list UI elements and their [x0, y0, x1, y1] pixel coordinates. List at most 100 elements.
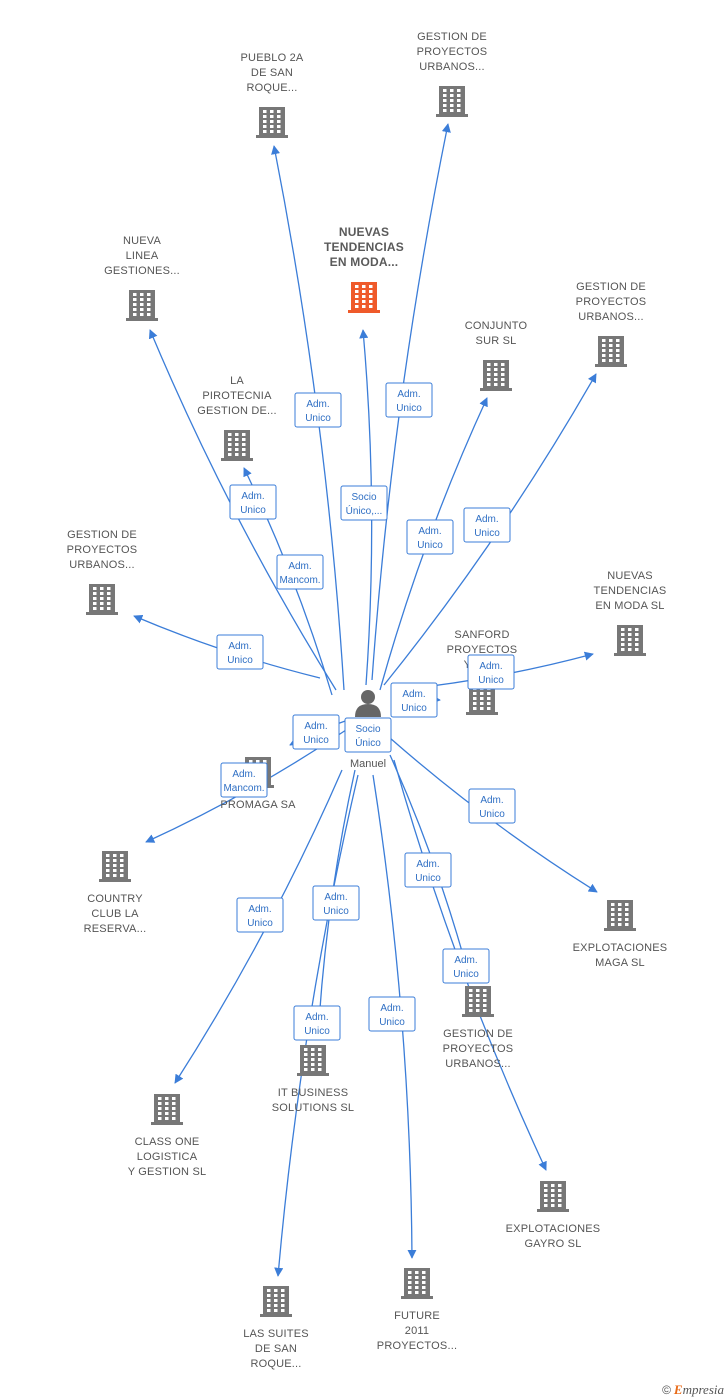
- relation-text: Mancom.: [223, 783, 264, 794]
- company-label-n1-line-2[interactable]: ROQUE...: [246, 82, 297, 94]
- relation-text: Adm.: [232, 769, 255, 780]
- relation-text: Unico: [303, 735, 329, 746]
- company-label-n15-line-0[interactable]: IT BUSINESS: [278, 1087, 348, 1099]
- company-icon-n14[interactable]: [462, 986, 494, 1017]
- company-icon-n7[interactable]: [221, 430, 253, 461]
- company-label-n1-line-0[interactable]: PUEBLO 2A: [241, 52, 304, 64]
- company-label-n7-line-1[interactable]: PIROTECNIA: [202, 390, 272, 402]
- company-label-n18-line-1[interactable]: DE SAN: [255, 1343, 297, 1355]
- company-label-n2-line-2[interactable]: URBANOS...: [419, 61, 485, 73]
- company-label-n18-line-2[interactable]: ROQUE...: [250, 1358, 301, 1370]
- company-icon-n15[interactable]: [297, 1045, 329, 1076]
- company-label-n7-line-2[interactable]: GESTION DE...: [197, 405, 277, 417]
- company-label-n7-line-0[interactable]: LA: [230, 375, 244, 387]
- company-label-n6-line-1[interactable]: SUR SL: [476, 335, 517, 347]
- company-icon-n2[interactable]: [436, 86, 468, 117]
- relation-text: Unico: [479, 809, 505, 820]
- company-label-n16-line-1[interactable]: LOGISTICA: [137, 1151, 198, 1163]
- brand-initial: E: [673, 1382, 683, 1397]
- relation-text: Adm.: [402, 689, 425, 700]
- relation-label-n14: Adm.Unico: [404, 852, 452, 888]
- company-label-n12-line-2[interactable]: RESERVA...: [84, 923, 147, 935]
- relation-label-n15: Adm.Unico: [293, 1005, 341, 1041]
- company-label-n14-line-0[interactable]: GESTION DE: [443, 1028, 513, 1040]
- company-label-n17-line-0[interactable]: EXPLOTACIONES: [506, 1223, 601, 1235]
- company-label-n4-line-2[interactable]: EN MODA...: [330, 255, 399, 269]
- relation-text: Adm.: [324, 892, 347, 903]
- company-label-n9-line-2[interactable]: EN MODA SL: [595, 600, 664, 612]
- company-label-n19-line-2[interactable]: PROYECTOS...: [377, 1340, 457, 1352]
- company-label-n19-line-1[interactable]: 2011: [405, 1325, 429, 1337]
- company-label-n2-line-1[interactable]: PROYECTOS: [417, 46, 488, 58]
- main-company-icon-n4[interactable]: [348, 282, 380, 313]
- relation-label-n7: Adm. Unico: [229, 484, 277, 520]
- relation-text: Mancom.: [279, 575, 320, 586]
- relation-text: Adm.: [306, 399, 329, 410]
- person-node[interactable]: Manuel: [350, 690, 386, 770]
- company-label-n11-line-0[interactable]: PROMAGA SA: [220, 799, 296, 811]
- relation-text: Adm.: [248, 904, 271, 915]
- company-label-n12-line-0[interactable]: COUNTRY: [87, 893, 143, 905]
- company-label-n9-line-1[interactable]: TENDENCIAS: [594, 585, 667, 597]
- company-icon-n6[interactable]: [480, 360, 512, 391]
- company-icon-n17[interactable]: [537, 1181, 569, 1212]
- company-label-n2-line-0[interactable]: GESTION DE: [417, 31, 487, 43]
- company-label-n18-line-0[interactable]: LAS SUITES: [243, 1328, 309, 1340]
- brand-name: mpresia: [682, 1382, 724, 1397]
- relation-text: Único,...: [346, 504, 383, 517]
- company-label-n8-line-1[interactable]: PROYECTOS: [67, 544, 138, 556]
- company-label-n5-line-2[interactable]: URBANOS...: [578, 311, 644, 323]
- company-icon-n16[interactable]: [151, 1094, 183, 1125]
- company-label-n9-line-0[interactable]: NUEVAS: [607, 570, 653, 582]
- company-icon-n8[interactable]: [86, 584, 118, 615]
- company-label-n5-line-1[interactable]: PROYECTOS: [576, 296, 647, 308]
- relation-label-n3: Adm.Mancom.: [276, 554, 324, 590]
- company-label-n3-line-0[interactable]: NUEVA: [123, 235, 162, 247]
- relation-label-n11: Adm.Unico: [292, 714, 340, 750]
- company-label-n1-line-1[interactable]: DE SAN: [251, 67, 293, 79]
- company-icon-n1[interactable]: [256, 107, 288, 138]
- company-label-n19-line-0[interactable]: FUTURE: [394, 1310, 440, 1322]
- copyright-symbol: ©: [662, 1383, 671, 1397]
- relation-text: Adm.: [397, 389, 420, 400]
- company-label-n12-line-1[interactable]: CLUB LA: [91, 908, 139, 920]
- company-label-n16-line-2[interactable]: Y GESTION SL: [128, 1166, 207, 1178]
- company-label-n14-line-1[interactable]: PROYECTOS: [443, 1043, 514, 1055]
- person-name[interactable]: Manuel: [350, 758, 386, 770]
- company-label-n14-line-2[interactable]: URBANOS...: [445, 1058, 511, 1070]
- company-label-n10-line-0[interactable]: SANFORD: [454, 629, 509, 641]
- company-icon-n9[interactable]: [614, 625, 646, 656]
- company-label-n10-line-1[interactable]: PROYECTOS: [447, 644, 518, 656]
- company-icon-n18[interactable]: [260, 1286, 292, 1317]
- company-label-n17-line-1[interactable]: GAYRO SL: [524, 1238, 581, 1250]
- company-label-n16-line-0[interactable]: CLASS ONE: [135, 1136, 200, 1148]
- company-icon-n13[interactable]: [604, 900, 636, 931]
- relation-label-n6: Adm.Unico: [406, 519, 454, 555]
- company-icon-n12[interactable]: [99, 851, 131, 882]
- company-label-n8-line-2[interactable]: URBANOS...: [69, 559, 135, 571]
- relation-labels-layer: Adm.UnicoAdm.UnicoSocioÚnico,...Adm.Manc…: [216, 382, 516, 1041]
- relation-text: Unico: [415, 873, 441, 884]
- company-label-n13-line-0[interactable]: EXPLOTACIONES: [573, 942, 668, 954]
- relation-text: Unico: [240, 505, 266, 516]
- company-label-n5-line-0[interactable]: GESTION DE: [576, 281, 646, 293]
- company-icon-n3[interactable]: [126, 290, 158, 321]
- relation-label-n4: SocioÚnico,...: [340, 485, 388, 521]
- company-label-n8-line-0[interactable]: GESTION DE: [67, 529, 137, 541]
- company-label-n3-line-2[interactable]: GESTIONES...: [104, 265, 180, 277]
- company-label-n3-line-1[interactable]: LINEA: [126, 250, 159, 262]
- company-label-n4-line-0[interactable]: NUEVAS: [339, 225, 389, 239]
- person-icon[interactable]: [355, 690, 381, 717]
- footer-brand[interactable]: ©Empresia: [662, 1382, 724, 1398]
- relation-text: Adm.: [241, 491, 264, 502]
- nodes-layer: PUEBLO 2A DE SAN ROQUE... GESTION DE PROYECT…: [67, 31, 668, 1370]
- company-label-n13-line-1[interactable]: MAGA SL: [595, 957, 645, 969]
- company-label-n6-line-0[interactable]: CONJUNTO: [465, 320, 528, 332]
- relation-label-n17: Adm.Unico: [442, 948, 490, 984]
- company-icon-n19[interactable]: [401, 1268, 433, 1299]
- company-label-n4-line-1[interactable]: TENDENCIAS: [324, 240, 404, 254]
- company-icon-n5[interactable]: [595, 336, 627, 367]
- company-label-n15-line-1[interactable]: SOLUTIONS SL: [272, 1102, 354, 1114]
